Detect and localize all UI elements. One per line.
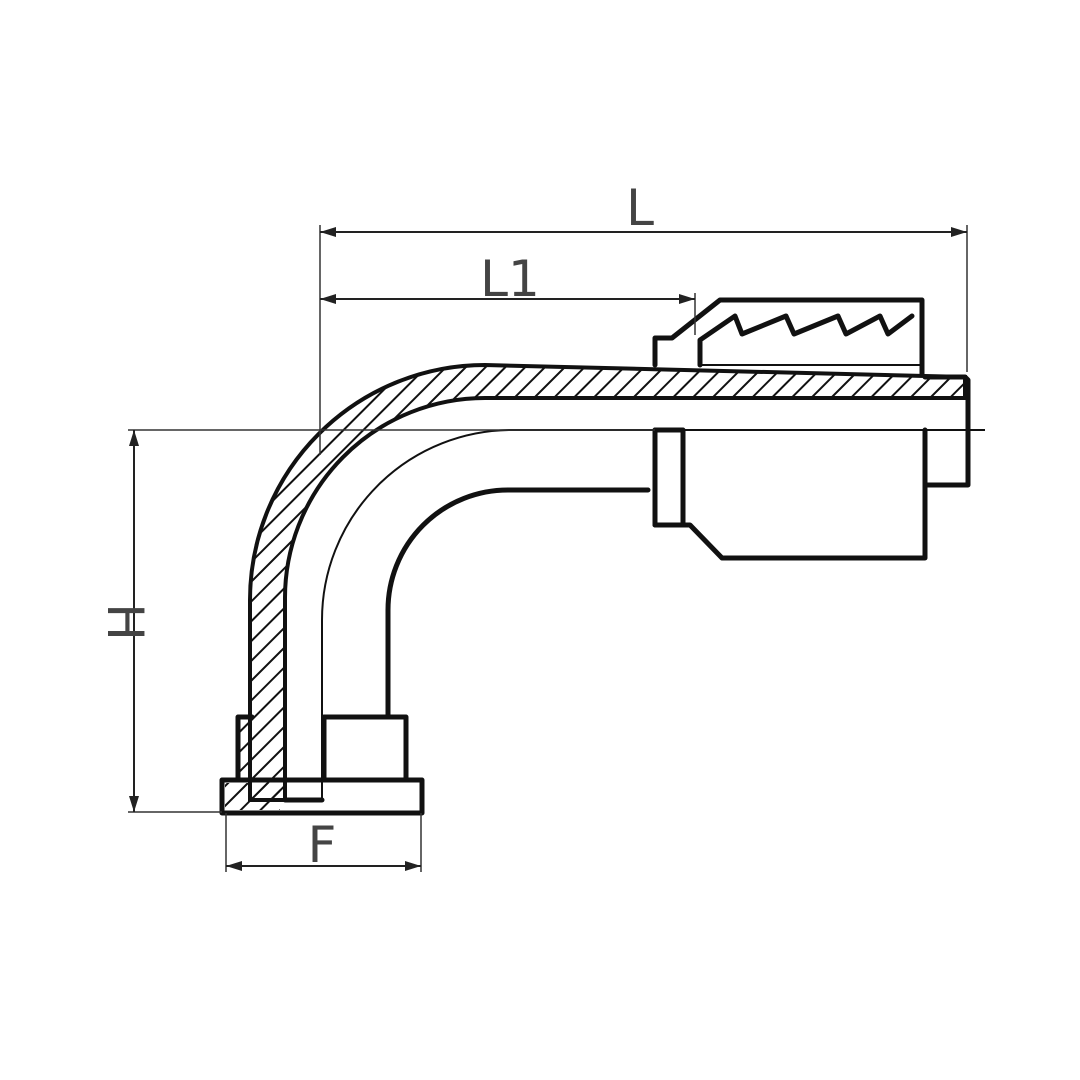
dimension-label-H: H xyxy=(96,603,154,641)
ferrule-teeth xyxy=(697,313,915,368)
dimension-H: H xyxy=(96,429,655,813)
ferrule xyxy=(652,297,985,561)
elbow-bore-line xyxy=(321,429,965,800)
dimension-F: F xyxy=(225,813,422,874)
flange-hatch-left xyxy=(238,720,252,780)
dimension-L: L xyxy=(319,179,968,455)
flange-hatch-corner xyxy=(225,783,280,810)
ferrule-body-bottom xyxy=(652,427,928,561)
dimension-label-L: L xyxy=(626,179,654,237)
dimension-label-L1: L1 xyxy=(480,250,540,308)
dimension-L1: L1 xyxy=(320,250,696,335)
ferrule-collar xyxy=(652,427,686,528)
flange xyxy=(219,714,425,816)
ferrule-outline-top xyxy=(652,297,925,378)
nipple-end xyxy=(922,374,971,488)
dimension-label-F: F xyxy=(308,816,337,874)
flange-spigot xyxy=(321,714,409,783)
elbow-inner-contour xyxy=(385,487,651,718)
